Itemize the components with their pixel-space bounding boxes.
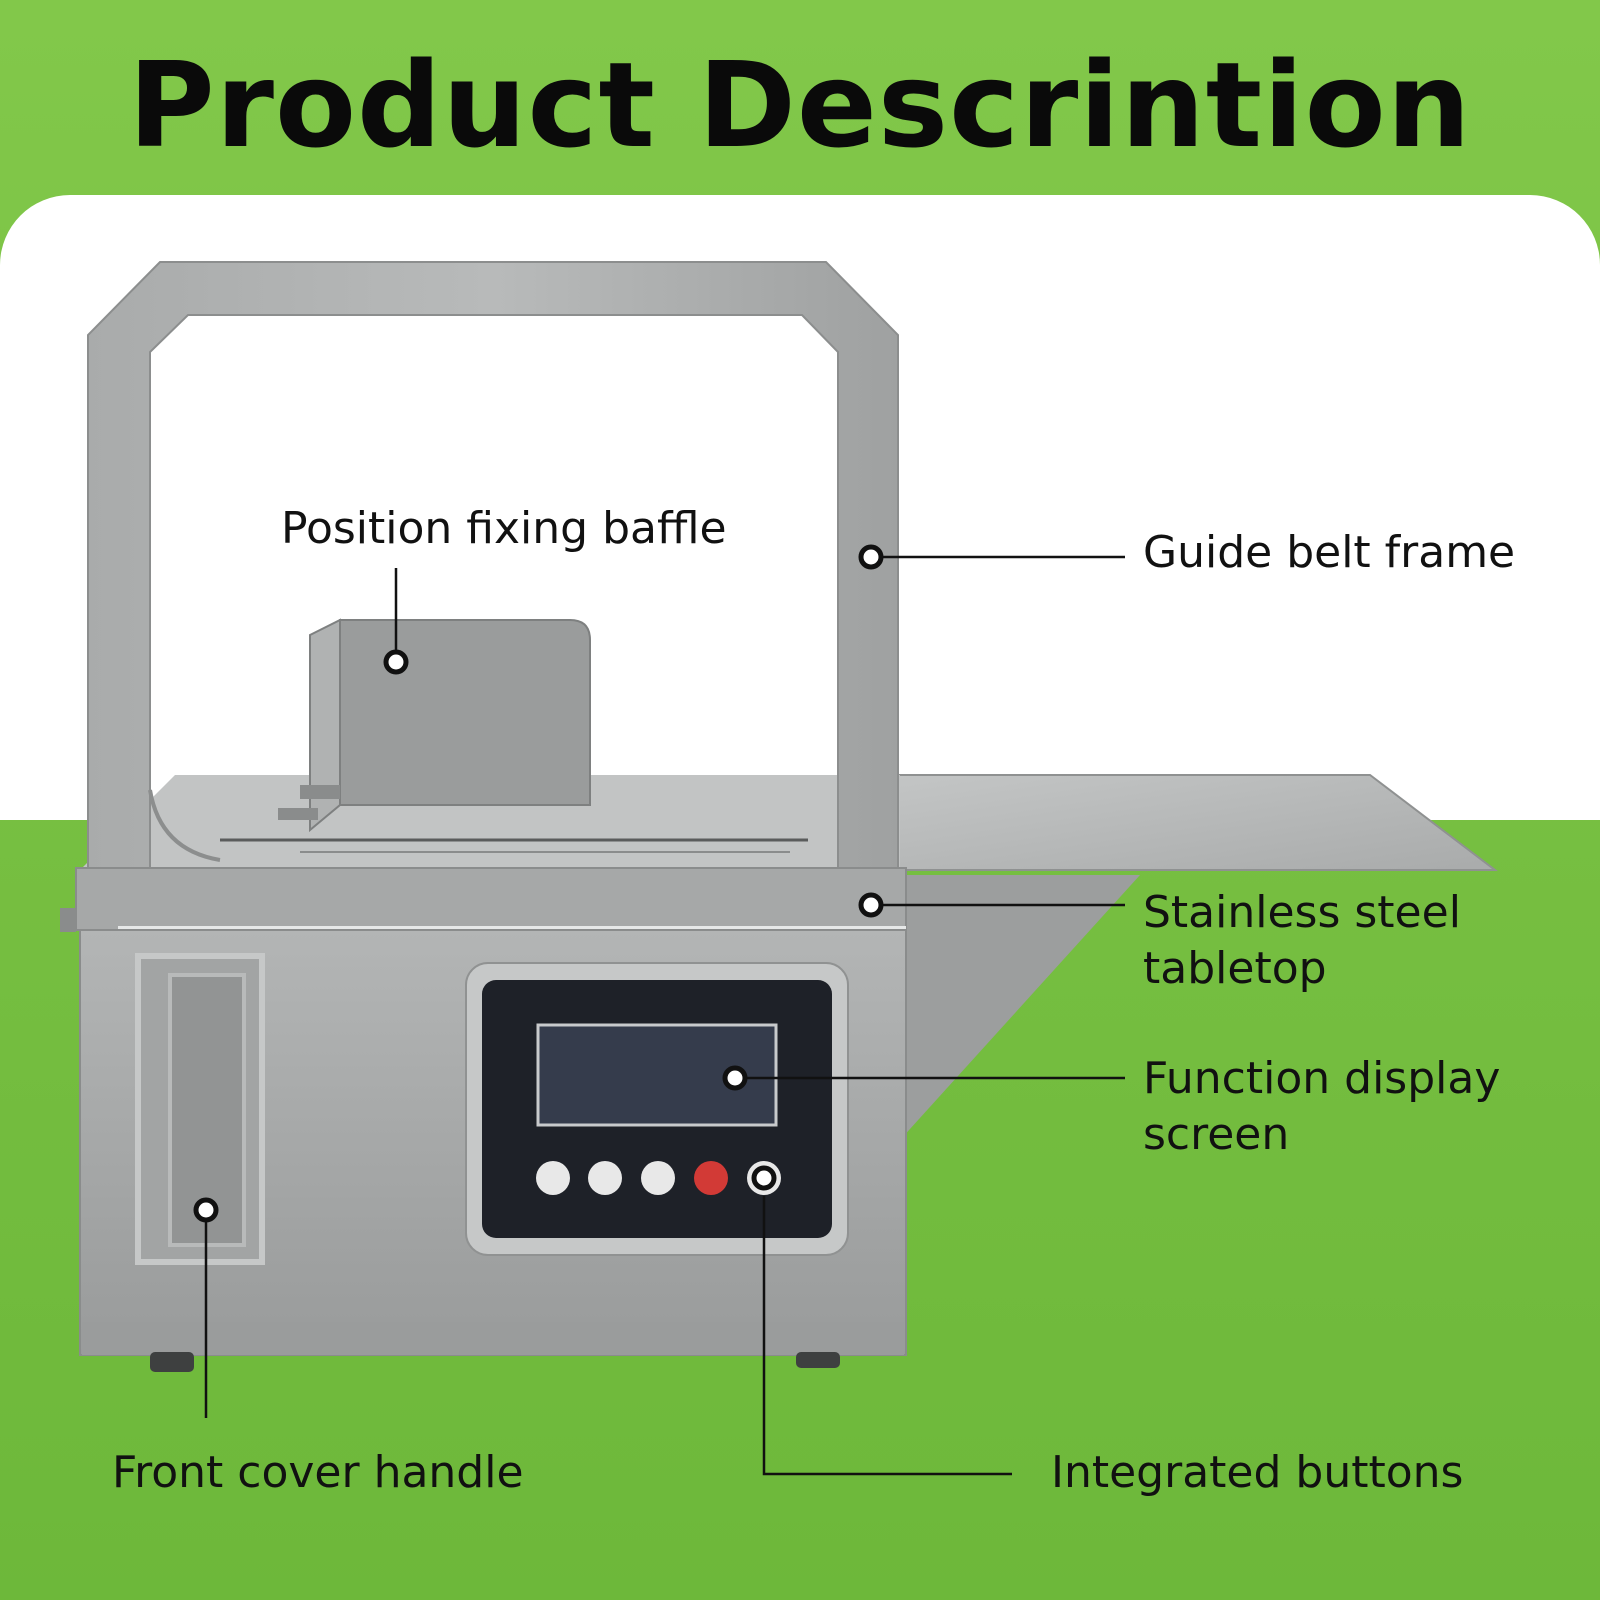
label-position-fixing-baffle: Position fixing baffle — [281, 503, 727, 554]
label-stainless-steel-tabletop-line2: tabletop — [1143, 943, 1327, 994]
callout-dots — [193, 544, 884, 1223]
position-fixing-baffle — [278, 618, 591, 833]
label-front-cover-handle: Front cover handle — [112, 1447, 524, 1498]
side-table-support — [900, 875, 1140, 1140]
label-stainless-steel-tabletop-line1: Stainless steel — [1143, 887, 1461, 938]
dot-frame — [858, 544, 884, 570]
dot-handle — [193, 1197, 219, 1223]
tabletop-surface — [80, 775, 900, 870]
label-integrated-buttons: Integrated buttons — [1051, 1447, 1464, 1498]
side-table-surface — [859, 774, 1498, 871]
button-2 — [588, 1161, 622, 1195]
page-title: Product Descrintion — [128, 36, 1472, 174]
dot-tabletop — [858, 892, 884, 918]
tabletop-rim — [75, 867, 907, 931]
label-guide-belt-frame: Guide belt frame — [1143, 527, 1516, 578]
dot-display — [722, 1065, 748, 1091]
control-panel — [465, 962, 849, 1256]
stop-button — [694, 1161, 728, 1195]
leader-lines — [204, 555, 1125, 1476]
button-1 — [536, 1161, 570, 1195]
dot-buttons — [751, 1165, 777, 1191]
button-3 — [641, 1161, 675, 1195]
dot-baffle — [383, 649, 409, 675]
label-function-display-screen-line1: Function display — [1143, 1053, 1501, 1104]
label-function-display-screen-line2: screen — [1143, 1109, 1290, 1160]
